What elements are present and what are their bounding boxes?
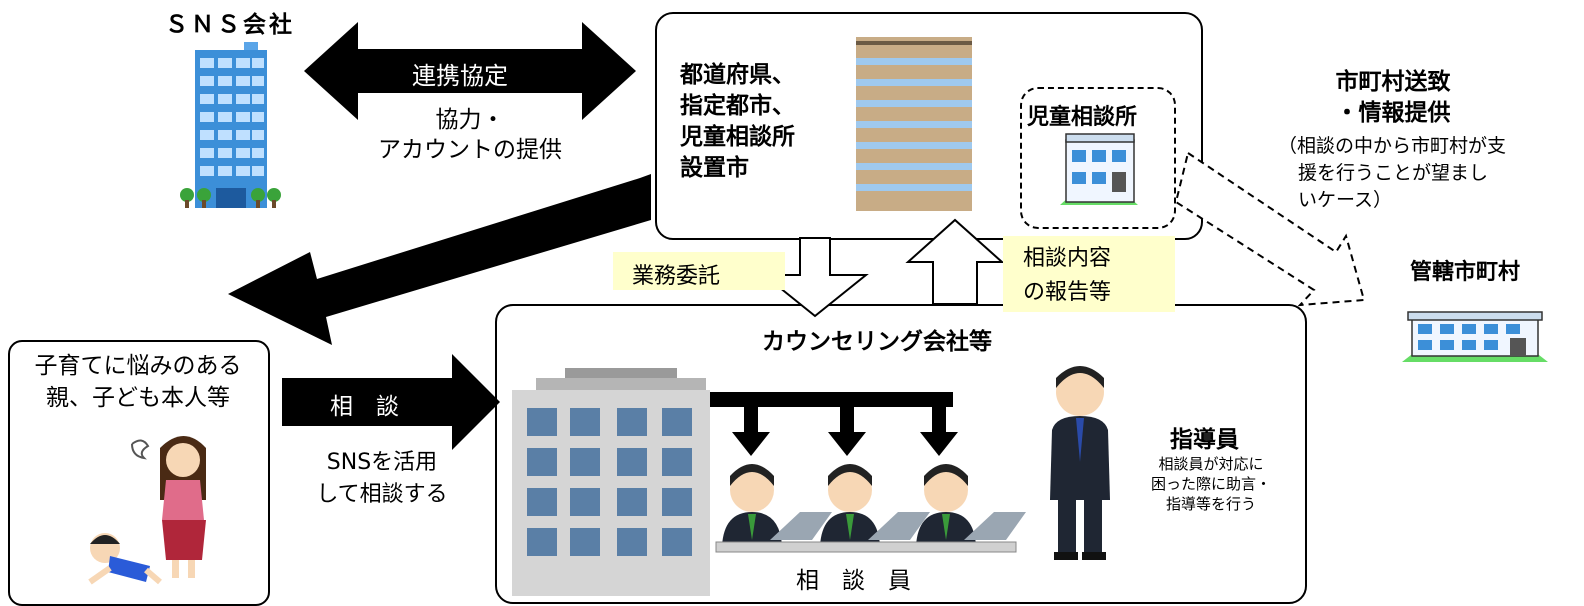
supervisor-desc-line: 困った際に助言・ — [1150, 475, 1271, 493]
child-guidance-building-illustration — [1060, 133, 1138, 205]
prefecture-line: 設置市 — [680, 155, 749, 181]
referral-note-line: （相談の中から市町村が支 — [1278, 135, 1507, 157]
prefecture-line: 児童相談所 — [680, 124, 795, 150]
consult-label: 相 談 — [330, 394, 399, 420]
referral-title-line: ・情報提供 — [1335, 100, 1451, 126]
counselor-illustration-3 — [916, 464, 1026, 546]
parent-child-illustration — [88, 436, 206, 585]
prefecture-label: 都道府県、 指定都市、 児童相談所 設置市 — [680, 60, 795, 184]
agreement-label: 連携協定 — [412, 62, 508, 90]
consult-caption: SNSを活用 して相談する — [282, 447, 482, 511]
consult-caption-line: SNSを活用 — [326, 450, 438, 475]
agreement-caption: 協力・ アカウントの提供 — [358, 105, 582, 165]
prefecture-line: 都道府県、 — [680, 62, 795, 88]
counselor-illustration-2 — [820, 464, 930, 546]
report-highlight — [1003, 236, 1175, 312]
referral-note-line: いケース） — [1298, 189, 1393, 211]
municipality-building-illustration — [1402, 311, 1548, 362]
consult-arrow — [282, 354, 500, 450]
consult-caption-line: して相談する — [316, 482, 448, 507]
counseling-building-illustration — [512, 368, 710, 596]
report-label: 相談内容 の報告等 — [1023, 242, 1111, 310]
entrust-highlight — [613, 252, 785, 290]
sns-company-title: ＳＮＳ会社 — [165, 12, 295, 38]
entrust-arrow — [761, 237, 869, 318]
agreement-caption-line: 協力・ — [435, 107, 505, 133]
referral-dashed-arrow — [1174, 151, 1366, 307]
supervisor-desc: 相談員が対応に 困った際に助言・ 指導等を行う — [1126, 454, 1296, 514]
referral-title: 市町村送致 ・情報提供 — [1318, 67, 1468, 129]
entrust-label: 業務委託 — [632, 264, 721, 289]
prefecture-building-illustration — [856, 37, 972, 211]
counselor-staff-label: 相 談 員 — [796, 568, 911, 594]
sns-building-illustration — [180, 42, 281, 208]
promotion-arrow — [228, 174, 651, 345]
counselor-desk — [715, 541, 1017, 553]
agreement-double-arrow — [304, 22, 636, 120]
municipality-title: 管轄市町村 — [1410, 260, 1521, 285]
parent-label: 子育てに悩みのある 親、子ども本人等 — [10, 350, 266, 414]
referral-note-line: 援を行うことが望まし — [1298, 162, 1489, 184]
agreement-caption-line: アカウントの提供 — [378, 137, 562, 163]
referral-note: （相談の中から市町村が支 援を行うことが望まし いケース） — [1278, 133, 1506, 214]
supervisor-title: 指導員 — [1170, 427, 1239, 453]
parent-label-line: 子育てに悩みのある — [34, 353, 242, 379]
supervisor-desc-line: 指導等を行う — [1165, 495, 1256, 513]
distribution-arrows — [700, 392, 958, 456]
parent-label-line: 親、子ども本人等 — [46, 385, 230, 411]
counselor-illustration-1 — [722, 464, 832, 546]
child-guidance-title: 児童相談所 — [1027, 105, 1138, 130]
report-arrow — [905, 218, 1005, 305]
referral-title-line: 市町村送致 — [1335, 69, 1451, 95]
supervisor-desc-line: 相談員が対応に — [1158, 455, 1264, 473]
counseling-company-title: カウンセリング会社等 — [762, 329, 992, 355]
supervisor-illustration — [1050, 366, 1110, 560]
prefecture-line: 指定都市、 — [680, 93, 795, 119]
report-label-line: 相談内容 — [1023, 246, 1112, 271]
report-label-line: の報告等 — [1023, 280, 1112, 305]
